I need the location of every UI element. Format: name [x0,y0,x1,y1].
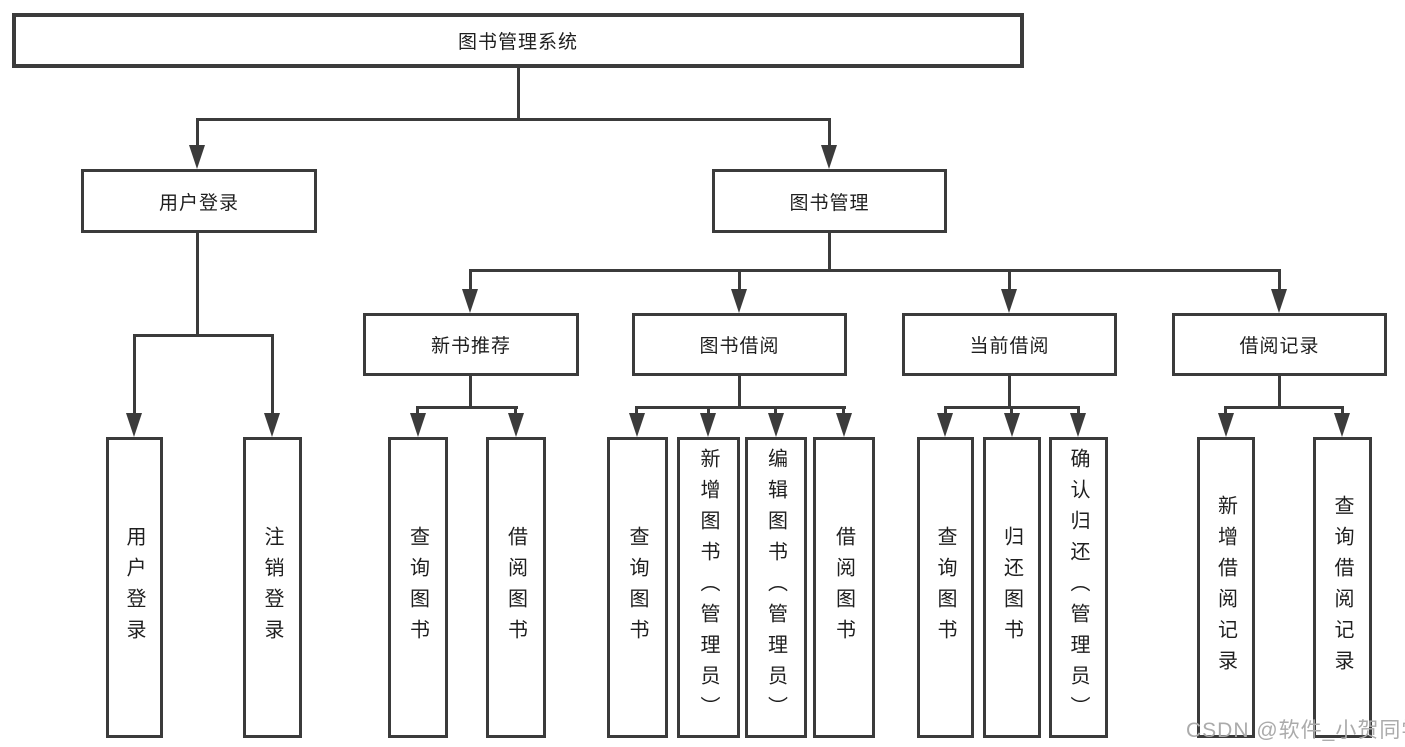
connector-drop-leaf [1224,408,1227,416]
arrow-down-icon [768,413,784,437]
arrow-down-icon [1218,413,1234,437]
connector-drop-leaf [774,408,777,416]
node-current-borrowing: 当前借阅 [902,313,1117,376]
arrow-down-icon [836,413,852,437]
connector-user-login-stem [196,232,199,336]
arrow-down-icon [821,145,837,169]
arrow-down-icon [937,413,953,437]
leaf-borrow-books-recommend: 借阅图书 [486,437,546,738]
arrow-down-icon [126,413,142,437]
node-user-login: 用户登录 [81,169,317,233]
arrow-down-icon [410,413,426,437]
connector-drop-leaf [842,408,845,416]
node-library-management-system: 图书管理系统 [12,13,1024,68]
arrow-down-icon [1070,413,1086,437]
leaf-logout: 注销登录 [243,437,302,738]
arrow-down-icon [462,289,478,313]
connector-drop-logout-leaf [271,336,274,415]
connector-drop-leaf [635,408,638,416]
csdn-watermark: CSDN @软件_小贺同学 [1186,719,1405,742]
connector-root-bar [196,118,831,121]
arrow-down-icon [629,413,645,437]
connector-drop-current-borrow [1008,271,1011,293]
connector-drop-user-login [196,120,199,148]
connector-book-borrow-bar [635,406,846,409]
arrow-down-icon [1334,413,1350,437]
arrow-down-icon [731,289,747,313]
connector-book-mgmt-bar [469,269,1281,272]
leaf-add-books-admin: 新增图书（管理员） [677,437,740,738]
connector-root-stem [517,67,520,120]
leaf-query-books-current: 查询图书 [917,437,974,738]
node-borrowing-records: 借阅记录 [1172,313,1387,376]
connector-drop-leaf [514,408,517,416]
connector-drop-book-management [828,120,831,148]
node-new-book-recommend: 新书推荐 [363,313,579,376]
connector-user-login-bar [133,334,274,337]
connector-records-bar [1224,406,1344,409]
leaf-confirm-return-admin: 确认归还（管理员） [1049,437,1108,738]
connector-drop-leaf [707,408,710,416]
leaf-add-borrow-record: 新增借阅记录 [1197,437,1255,738]
connector-records-stem [1278,376,1281,408]
connector-new-book-bar [416,406,518,409]
connector-book-borrow-stem [738,376,741,408]
connector-new-book-stem [469,376,472,408]
arrow-down-icon [1001,289,1017,313]
arrow-down-icon [700,413,716,437]
connector-drop-new-books [469,271,472,293]
arrow-down-icon [1004,413,1020,437]
connector-drop-leaf [1341,408,1344,416]
connector-drop-leaf [416,408,419,416]
leaf-user-login: 用户登录 [106,437,163,738]
connector-drop-borrow-records [1278,271,1281,293]
connector-drop-book-borrow [738,271,741,293]
node-book-management: 图书管理 [712,169,947,233]
connector-drop-leaf [1077,408,1080,416]
connector-drop-leaf [1010,408,1013,416]
connector-current-borrow-bar [944,406,1080,409]
connector-current-borrow-stem [1008,376,1011,408]
connector-drop-login-leaf [133,336,136,415]
connector-book-mgmt-stem [828,233,831,271]
connector-drop-leaf [944,408,947,416]
node-book-borrowing: 图书借阅 [632,313,847,376]
leaf-return-books: 归还图书 [983,437,1041,738]
arrow-down-icon [1271,289,1287,313]
leaf-query-borrow-record: 查询借阅记录 [1313,437,1372,738]
arrow-down-icon [189,145,205,169]
leaf-query-books-borrowing: 查询图书 [607,437,668,738]
leaf-edit-books-admin: 编辑图书（管理员） [745,437,807,738]
arrow-down-icon [264,413,280,437]
leaf-borrow-books: 借阅图书 [813,437,875,738]
leaf-query-books-recommend: 查询图书 [388,437,448,738]
arrow-down-icon [508,413,524,437]
